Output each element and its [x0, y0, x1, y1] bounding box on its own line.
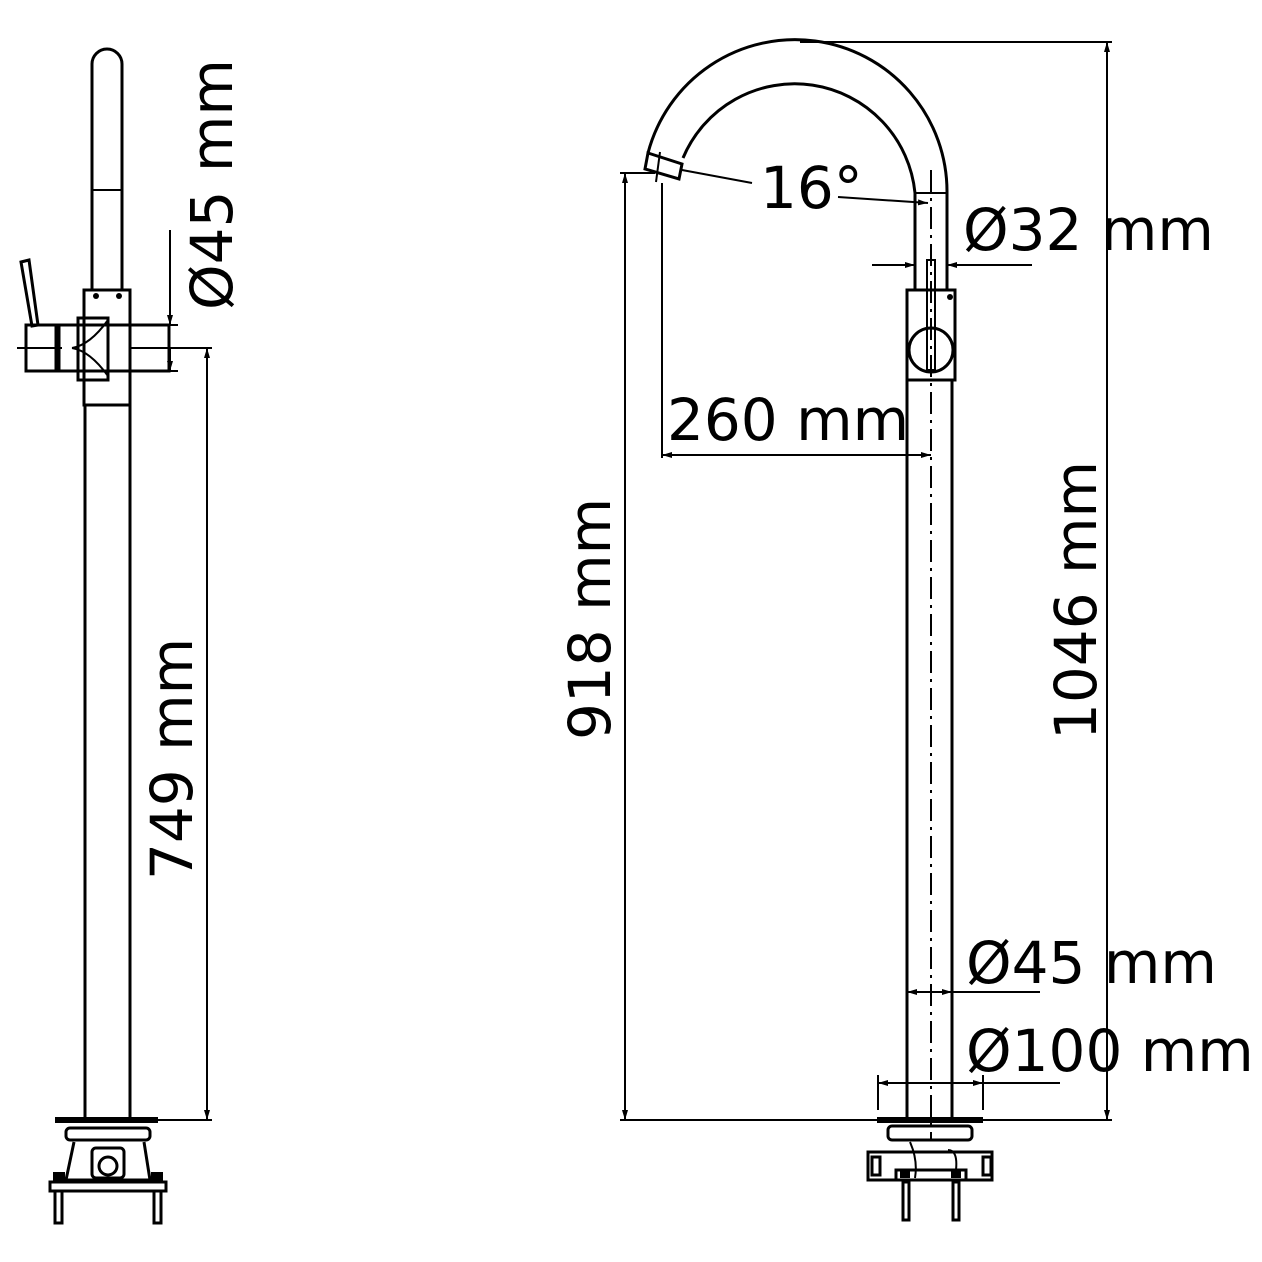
base-diameter-label: Ø100 mm — [966, 1017, 1254, 1085]
side-diameter-label: Ø45 mm — [178, 59, 246, 310]
side-height-label: 749 mm — [138, 638, 206, 880]
side-spout-pipe — [90, 47, 124, 290]
side-lever-handle — [19, 258, 40, 328]
spout-height-label: 918 mm — [556, 498, 624, 740]
front-column-pipe — [905, 380, 954, 1117]
reach-dimension: 260 mm — [661, 183, 931, 458]
side-diameter-dimension: Ø45 mm — [130, 59, 246, 372]
pipe-diameter-dimension: Ø45 mm — [907, 929, 1217, 997]
total-height-label: 1046 mm — [1042, 461, 1110, 740]
side-base-assembly — [48, 1117, 168, 1225]
front-lever-handle — [926, 259, 936, 371]
base-diameter-dimension: Ø100 mm — [877, 1017, 1254, 1110]
front-view: 16° Ø32 mm 260 mm 918 mm 1046 mm — [556, 38, 1254, 1222]
spout-diameter-label: Ø32 mm — [963, 196, 1214, 264]
front-base-assembly — [866, 1117, 994, 1222]
side-mixer-body — [17, 258, 171, 407]
side-view: Ø45 mm 749 mm — [17, 47, 246, 1225]
spout-aerator — [643, 151, 684, 181]
side-height-dimension: 749 mm — [130, 347, 212, 1121]
angle-label: 16° — [760, 154, 863, 222]
total-height-dimension: 1046 mm — [800, 41, 1112, 1121]
reach-label: 260 mm — [667, 386, 909, 454]
side-column-pipe — [83, 405, 132, 1117]
spout-height-dimension: 918 mm — [556, 172, 877, 1121]
spout-diameter-dimension: Ø32 mm — [872, 196, 1214, 268]
pipe-diameter-label: Ø45 mm — [966, 929, 1217, 997]
angle-dimension: 16° — [681, 154, 929, 222]
